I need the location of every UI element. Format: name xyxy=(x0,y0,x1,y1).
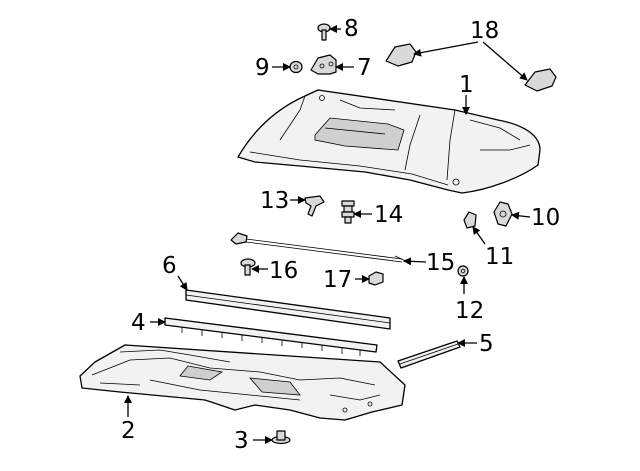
callout-12: 12 xyxy=(455,298,484,324)
corner-cap-left xyxy=(385,43,417,67)
leader-lines xyxy=(124,25,531,444)
callout-5: 5 xyxy=(479,331,494,357)
callout-7: 7 xyxy=(357,55,372,81)
bracket xyxy=(310,54,337,75)
callout-1: 1 xyxy=(459,72,474,98)
block xyxy=(368,271,384,286)
cable-rod xyxy=(230,232,409,263)
callout-2: 2 xyxy=(121,418,136,444)
callout-13: 13 xyxy=(260,188,289,214)
callout-9: 9 xyxy=(255,55,270,81)
weatherstrip-bar xyxy=(185,289,391,330)
nut xyxy=(289,60,303,74)
callout-14: 14 xyxy=(374,202,403,228)
roof-panel xyxy=(237,89,541,194)
callout-8: 8 xyxy=(344,16,359,42)
callout-11: 11 xyxy=(485,244,514,270)
headliner-panel xyxy=(79,344,406,421)
push-pin-fastener xyxy=(271,430,291,445)
corner-cap-right xyxy=(524,68,557,92)
rivet xyxy=(457,265,469,277)
trim-strip xyxy=(397,340,461,369)
callout-17: 17 xyxy=(323,267,352,293)
latch-bracket xyxy=(493,201,513,227)
callout-18: 18 xyxy=(470,18,499,44)
callout-6: 6 xyxy=(162,253,177,279)
screw xyxy=(317,23,331,41)
hook-bracket xyxy=(304,195,325,217)
callout-15: 15 xyxy=(426,250,455,276)
callout-3: 3 xyxy=(234,428,249,454)
screw-2 xyxy=(240,258,256,276)
callout-4: 4 xyxy=(131,310,146,336)
clip xyxy=(463,211,477,229)
callout-10: 10 xyxy=(531,205,560,231)
spring-clip xyxy=(341,200,355,224)
callout-16: 16 xyxy=(269,258,298,284)
